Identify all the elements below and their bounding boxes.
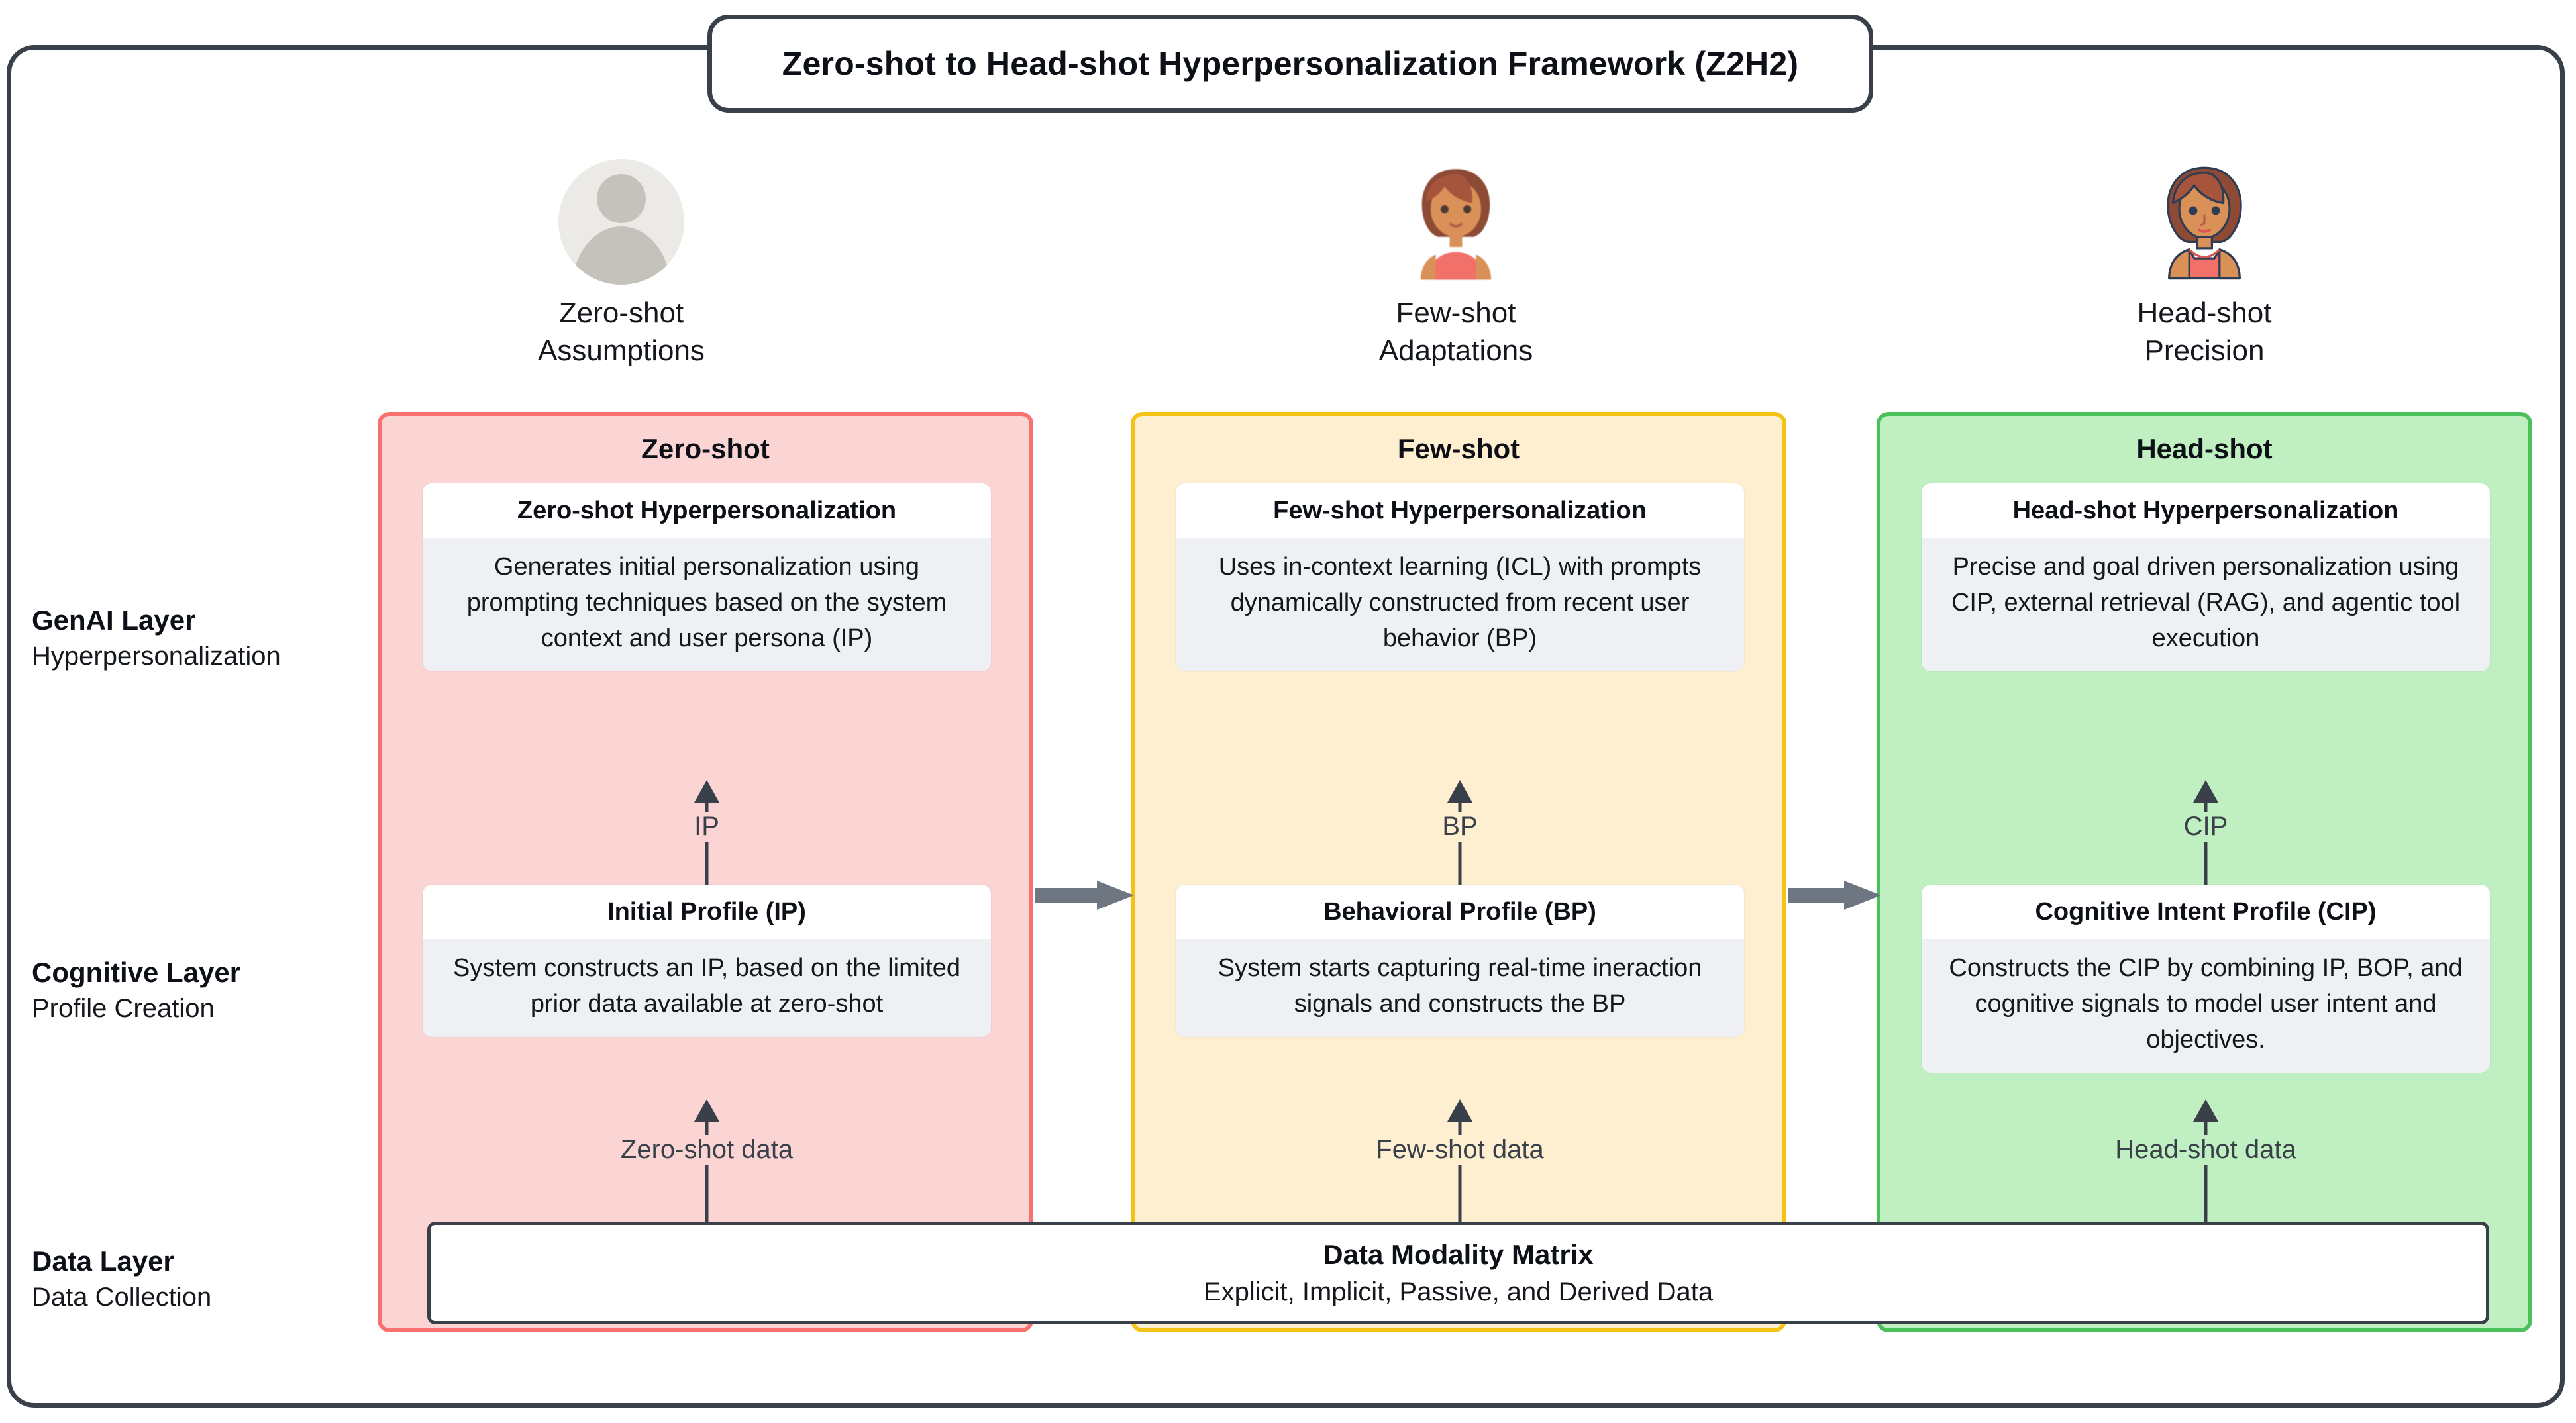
layer-label-data-main: Data Layer [32, 1246, 174, 1277]
layer-label-data: Data Layer Data Collection [32, 1245, 363, 1314]
node-few-cog-body: System starts capturing real-time inerac… [1176, 938, 1744, 1037]
node-head-genai-head: Head-shot Hyperpersonalization [1922, 483, 2490, 538]
few-to-head-arrow [1788, 881, 1881, 910]
data-modality-matrix-box: Data Modality Matrix Explicit, Implicit,… [427, 1222, 2489, 1324]
persona-few-shot: Few-shot Adaptations [1284, 159, 1628, 369]
connector-few-shot-data-label: Few-shot data [1369, 1135, 1551, 1165]
persona-head-shot: Head-shot Precision [2032, 159, 2377, 369]
layer-label-cognitive-sub: Profile Creation [32, 994, 215, 1024]
grey-user-silhouette-icon [558, 159, 684, 285]
framework-title-text: Zero-shot to Head-shot Hyperpersonalizat… [782, 45, 1799, 82]
layer-label-cognitive-main: Cognitive Layer [32, 957, 241, 988]
connector-head-cip-label: CIP [2177, 812, 2235, 842]
layer-label-genai-sub: Hyperpersonalization [32, 642, 281, 671]
node-initial-profile: Initial Profile (IP) System constructs a… [423, 885, 991, 1037]
persona-zero-shot-line2: Assumptions [538, 334, 705, 368]
woman-emoji-sharp-icon [2141, 159, 2267, 285]
layer-label-data-sub: Data Collection [32, 1283, 212, 1312]
data-modality-matrix-title: Data Modality Matrix [1323, 1239, 1594, 1270]
data-modality-matrix-subtitle: Explicit, Implicit, Passive, and Derived… [1203, 1277, 1714, 1306]
connector-head-shot-data: Head-shot data [1922, 1099, 2490, 1226]
phase-title-head-shot: Head-shot [2136, 433, 2273, 464]
node-head-cog-head: Cognitive Intent Profile (CIP) [1922, 885, 2490, 939]
persona-zero-shot-label: Zero-shot Assumptions [449, 294, 794, 369]
connector-zero-shot-data-label: Zero-shot data [613, 1135, 800, 1165]
connector-few-bp: BP [1176, 780, 1744, 885]
node-few-genai-body: Uses in-context learning (ICL) with prom… [1176, 537, 1744, 671]
node-few-shot-hyperpersonalization: Few-shot Hyperpersonalization Uses in-co… [1176, 483, 1744, 671]
woman-emoji-blurred-icon [1393, 159, 1519, 285]
connector-head-shot-data-label: Head-shot data [2108, 1135, 2303, 1165]
layer-label-genai-main: GenAI Layer [32, 605, 196, 636]
persona-head-shot-label: Head-shot Precision [2032, 294, 2377, 369]
node-zero-genai-body: Generates initial personalization using … [423, 537, 991, 671]
node-few-genai-head: Few-shot Hyperpersonalization [1176, 483, 1744, 538]
node-zero-shot-hyperpersonalization: Zero-shot Hyperpersonalization Generates… [423, 483, 991, 671]
connector-few-shot-data: Few-shot data [1176, 1099, 1744, 1226]
persona-few-shot-line2: Adaptations [1378, 334, 1533, 368]
persona-head-shot-line2: Precision [2144, 334, 2265, 368]
framework-title-box: Zero-shot to Head-shot Hyperpersonalizat… [707, 15, 1873, 113]
node-few-cog-head: Behavioral Profile (BP) [1176, 885, 1744, 939]
node-zero-genai-head: Zero-shot Hyperpersonalization [423, 483, 991, 538]
persona-head-shot-line1: Head-shot [2137, 297, 2272, 329]
node-zero-cog-body: System constructs an IP, based on the li… [423, 938, 991, 1037]
node-zero-cog-head: Initial Profile (IP) [423, 885, 991, 939]
persona-zero-shot: Zero-shot Assumptions [449, 159, 794, 369]
layer-label-cognitive: Cognitive Layer Profile Creation [32, 956, 363, 1025]
connector-head-cip: CIP [1922, 780, 2490, 885]
node-behavioral-profile: Behavioral Profile (BP) System starts ca… [1176, 885, 1744, 1037]
persona-few-shot-label: Few-shot Adaptations [1284, 294, 1628, 369]
connector-zero-ip: IP [423, 780, 991, 885]
zero-to-few-arrow [1035, 881, 1134, 910]
persona-few-shot-line1: Few-shot [1396, 297, 1516, 329]
phase-title-zero-shot: Zero-shot [641, 433, 770, 464]
node-head-genai-body: Precise and goal driven personalization … [1922, 537, 2490, 671]
node-cognitive-intent-profile: Cognitive Intent Profile (CIP) Construct… [1922, 885, 2490, 1073]
layer-label-genai: GenAI Layer Hyperpersonalization [32, 604, 363, 673]
node-head-cog-body: Constructs the CIP by combining IP, BOP,… [1922, 938, 2490, 1073]
persona-zero-shot-line1: Zero-shot [558, 297, 684, 329]
connector-zero-ip-label: IP [688, 812, 726, 842]
connector-zero-shot-data: Zero-shot data [423, 1099, 991, 1226]
phase-title-few-shot: Few-shot [1397, 433, 1520, 464]
node-head-shot-hyperpersonalization: Head-shot Hyperpersonalization Precise a… [1922, 483, 2490, 671]
connector-few-bp-label: BP [1435, 812, 1484, 842]
